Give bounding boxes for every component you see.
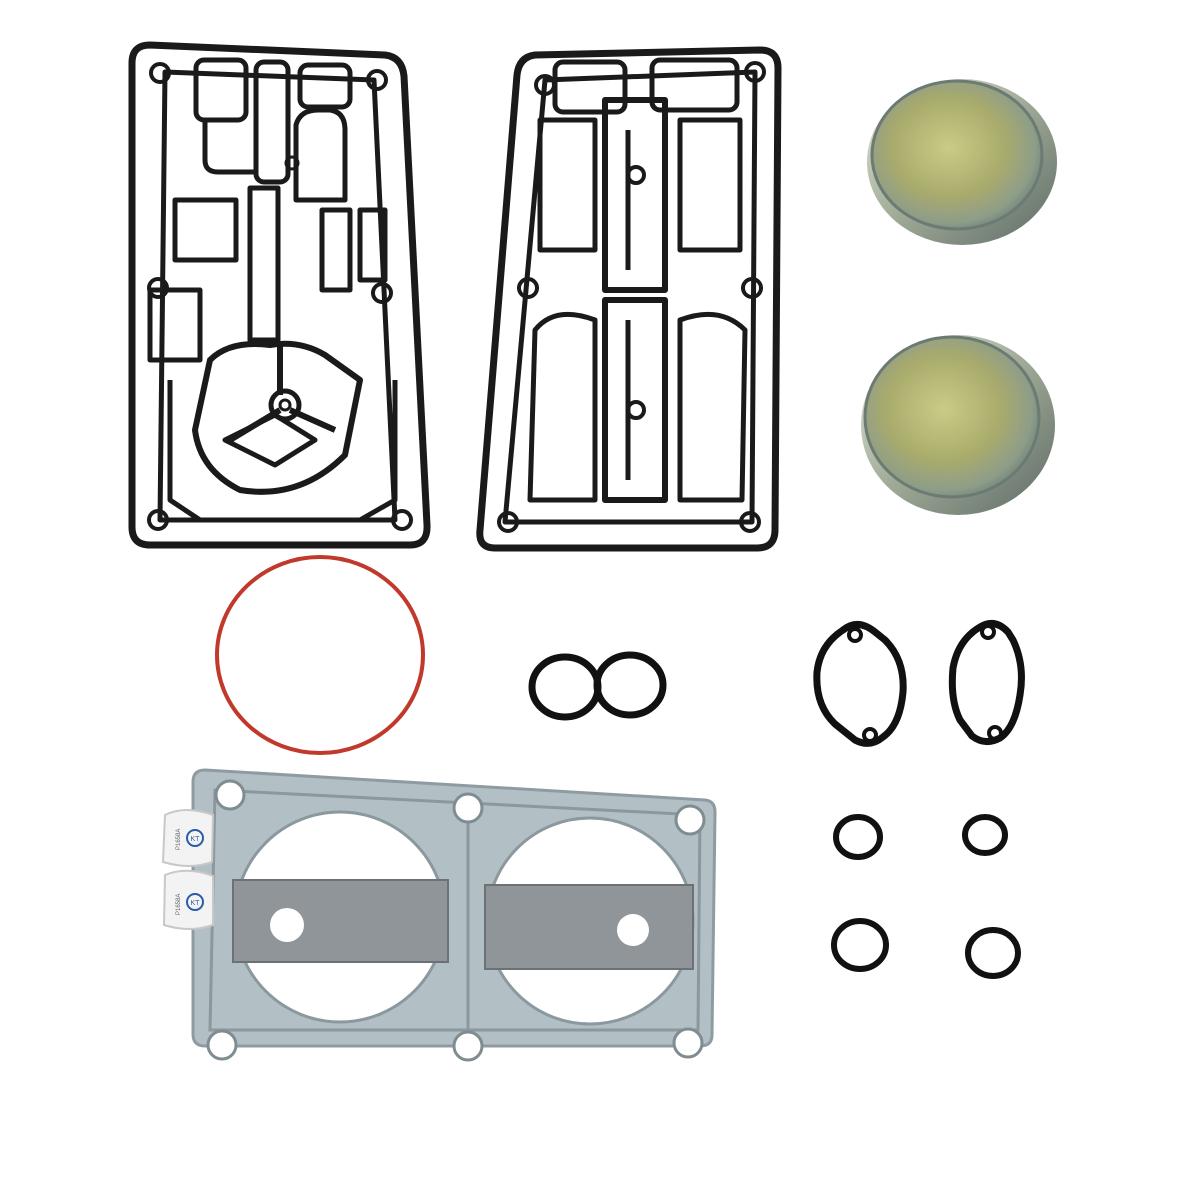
- packet-logo: KT: [191, 900, 201, 907]
- valve-plate-gasket-right: [476, 46, 782, 552]
- grease-packet: KT P1658A: [161, 809, 215, 867]
- o-ring-small: [831, 918, 889, 972]
- o-ring-small: [962, 814, 1008, 856]
- metal-cap-bottom: [861, 335, 1055, 515]
- valve-plate-gasket-left: [128, 41, 431, 549]
- packet-label: P1658A: [176, 829, 182, 850]
- packet-logo: KT: [191, 836, 201, 843]
- packet-label: P1658A: [176, 894, 182, 915]
- o-ring-small: [833, 814, 883, 860]
- grease-packet: KT P1658A: [162, 869, 214, 930]
- cylinder-head-gasket: [191, 768, 717, 1062]
- o-ring-large: [215, 555, 425, 755]
- metal-cap-top: [867, 79, 1057, 245]
- flange-gasket: [813, 621, 907, 747]
- o-ring-small: [528, 653, 602, 721]
- flange-gasket: [948, 619, 1025, 745]
- o-ring-small: [593, 651, 667, 719]
- o-ring-small: [965, 927, 1021, 979]
